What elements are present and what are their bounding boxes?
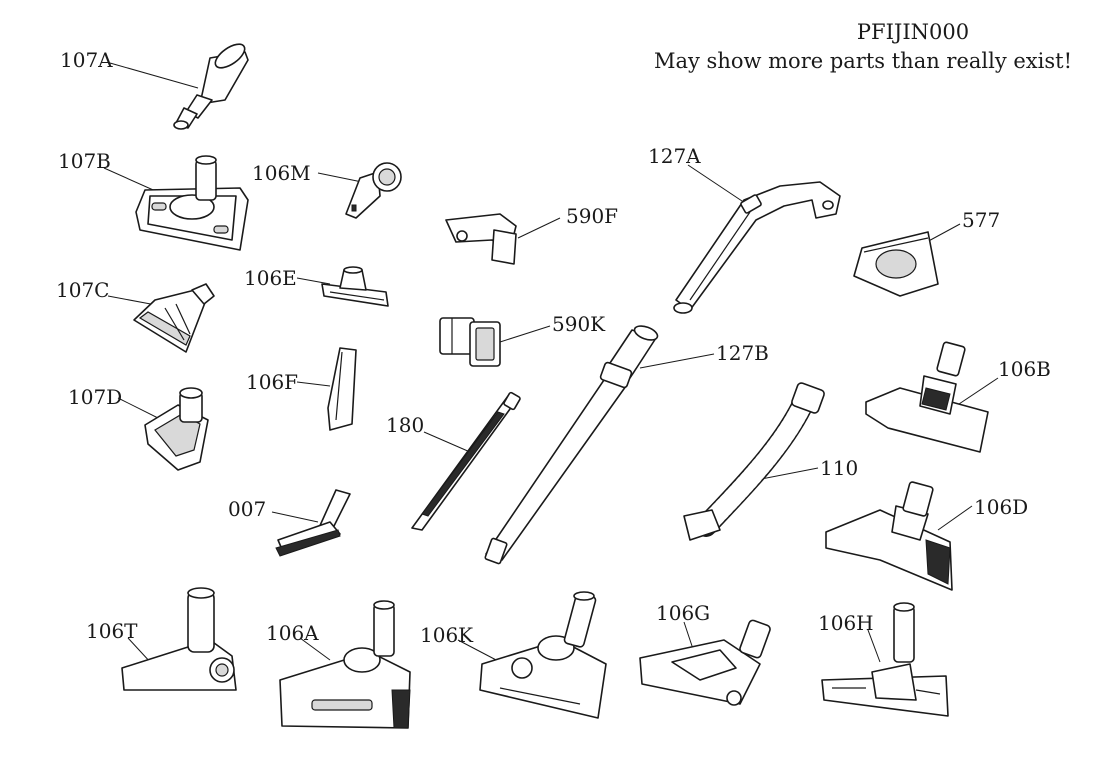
diagram-code: PFIJIN000 [857,20,969,44]
part-label-106D: 106D [974,495,1028,519]
part-label-127B: 127B [716,341,769,365]
part-106F[interactable]: 106F [246,347,357,431]
part-label-590K: 590K [552,312,606,336]
part-127A[interactable]: 127A [648,144,841,314]
part-107B[interactable]: 107B [58,149,249,251]
part-label-180: 180 [386,413,424,437]
part-106A[interactable]: 106A [266,600,411,729]
part-107A[interactable]: 107A [60,40,249,130]
part-label-107A: 107A [60,48,113,72]
part-label-106M: 106M [252,161,311,185]
part-label-577: 577 [962,208,1000,232]
part-label-106T: 106T [86,619,138,643]
part-106M[interactable]: 106M [252,161,402,219]
diagram-disclaimer: May show more parts than really exist! [654,49,1072,73]
part-label-590F: 590F [566,204,618,228]
part-106H[interactable]: 106H [818,602,949,717]
part-106B[interactable]: 106B [865,341,1051,453]
part-110[interactable]: 110 [683,382,858,541]
part-label-106B: 106B [998,357,1051,381]
part-label-106K: 106K [420,623,474,647]
part-007[interactable]: 007 [228,489,351,557]
part-label-106G: 106G [656,601,710,625]
part-label-127A: 127A [648,144,701,168]
part-127B[interactable]: 127B [484,323,769,565]
part-label-106E: 106E [244,266,297,290]
part-590F[interactable]: 590F [445,204,618,265]
part-577[interactable]: 577 [853,208,1000,297]
part-107D[interactable]: 107D [68,385,209,471]
part-106K[interactable]: 106K [420,591,607,719]
part-label-106A: 106A [266,621,319,645]
part-106T[interactable]: 106T [86,587,237,691]
part-label-107B: 107B [58,149,111,173]
part-label-106F: 106F [246,370,298,394]
part-label-107C: 107C [56,278,109,302]
part-label-007: 007 [228,497,266,521]
part-590K[interactable]: 590K [439,312,606,367]
part-107C[interactable]: 107C [56,278,215,353]
part-label-107D: 107D [68,385,122,409]
part-label-106H: 106H [818,611,874,635]
part-label-110: 110 [820,456,858,480]
part-106G[interactable]: 106G [639,601,771,706]
part-106D[interactable]: 106D [825,481,1028,591]
part-180[interactable]: 180 [386,391,521,531]
part-106E[interactable]: 106E [244,266,389,307]
